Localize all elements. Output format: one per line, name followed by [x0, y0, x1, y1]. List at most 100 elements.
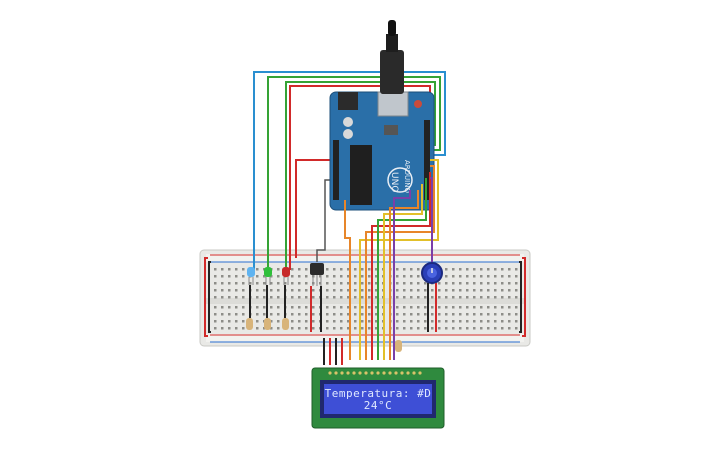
breadboard-hole	[417, 327, 420, 330]
breadboard-hole	[235, 327, 238, 330]
lcd-pin	[358, 371, 362, 375]
breadboard-hole	[501, 289, 504, 292]
breadboard-hole	[340, 275, 343, 278]
breadboard-hole	[277, 306, 280, 309]
breadboard-hole	[291, 289, 294, 292]
breadboard-hole	[445, 313, 448, 316]
breadboard-hole	[221, 306, 224, 309]
resistors	[246, 318, 402, 352]
breadboard-hole	[424, 296, 427, 299]
breadboard-hole	[501, 327, 504, 330]
breadboard-hole	[235, 296, 238, 299]
rail-wires	[204, 257, 526, 337]
breadboard-hole	[347, 306, 350, 309]
breadboard-hole	[424, 320, 427, 323]
breadboard-hole	[487, 296, 490, 299]
breadboard-hole	[396, 268, 399, 271]
breadboard-hole	[298, 268, 301, 271]
breadboard-hole	[431, 306, 434, 309]
breadboard-hole	[410, 268, 413, 271]
breadboard-holes	[214, 268, 518, 330]
breadboard-hole	[445, 268, 448, 271]
breadboard-hole	[361, 282, 364, 285]
breadboard-hole	[452, 289, 455, 292]
breadboard-hole	[501, 275, 504, 278]
breadboard-hole	[410, 320, 413, 323]
arduino-uno-board[interactable]: ARDUINO UNO	[329, 91, 435, 211]
breadboard-hole	[361, 327, 364, 330]
breadboard-hole	[242, 327, 245, 330]
breadboard-hole	[473, 289, 476, 292]
component-wires	[249, 283, 437, 365]
breadboard-hole	[263, 306, 266, 309]
breadboard-hole	[368, 275, 371, 278]
breadboard-hole	[473, 320, 476, 323]
breadboard-hole	[459, 268, 462, 271]
breadboard-hole	[298, 275, 301, 278]
breadboard-hole	[256, 327, 259, 330]
breadboard-hole	[480, 327, 483, 330]
breadboard-hole	[396, 275, 399, 278]
breadboard-hole	[354, 320, 357, 323]
breadboard-hole	[263, 289, 266, 292]
breadboard-hole	[319, 275, 322, 278]
breadboard-hole	[368, 268, 371, 271]
breadboard-hole	[354, 306, 357, 309]
breadboard-hole	[326, 296, 329, 299]
breadboard-hole	[424, 289, 427, 292]
breadboard-hole	[445, 289, 448, 292]
breadboard-hole	[256, 296, 259, 299]
breadboard-hole	[228, 327, 231, 330]
breadboard-hole	[326, 282, 329, 285]
breadboard-hole	[368, 306, 371, 309]
breadboard-hole	[417, 275, 420, 278]
breadboard-hole	[508, 282, 511, 285]
breadboard-hole	[277, 289, 280, 292]
breadboard-hole	[291, 268, 294, 271]
breadboard-hole	[431, 313, 434, 316]
breadboard-hole	[480, 268, 483, 271]
breadboard-hole	[221, 327, 224, 330]
breadboard-hole	[417, 289, 420, 292]
lcd-pins	[328, 371, 422, 375]
breadboard-hole	[431, 320, 434, 323]
led-green[interactable]	[264, 267, 272, 285]
breadboard-hole	[354, 289, 357, 292]
breadboard-hole	[354, 313, 357, 316]
breadboard-hole	[221, 282, 224, 285]
breadboard-hole	[312, 296, 315, 299]
breadboard-hole	[487, 275, 490, 278]
led-blue[interactable]	[247, 267, 255, 285]
breadboard-hole	[494, 296, 497, 299]
breadboard-hole	[466, 313, 469, 316]
breadboard-hole	[368, 313, 371, 316]
breadboard-hole	[228, 289, 231, 292]
breadboard-hole	[410, 289, 413, 292]
breadboard-hole	[326, 327, 329, 330]
breadboard-hole	[277, 275, 280, 278]
lcd-pin	[328, 371, 332, 375]
breadboard-hole	[396, 313, 399, 316]
breadboard-hole	[459, 320, 462, 323]
breadboard-hole	[263, 282, 266, 285]
breadboard-hole	[347, 313, 350, 316]
breadboard-hole	[396, 282, 399, 285]
breadboard-hole	[242, 320, 245, 323]
breadboard-hole	[277, 268, 280, 271]
breadboard-hole	[473, 296, 476, 299]
breadboard-hole	[277, 320, 280, 323]
breadboard-hole	[431, 327, 434, 330]
breadboard-hole	[466, 296, 469, 299]
breadboard-hole	[305, 327, 308, 330]
breadboard-hole	[270, 320, 273, 323]
led-red[interactable]	[282, 267, 290, 285]
breadboard-hole	[291, 306, 294, 309]
lcd-module[interactable]	[311, 367, 445, 429]
breadboard-hole	[312, 327, 315, 330]
temperature-sensor[interactable]	[310, 263, 324, 286]
breadboard-hole	[396, 296, 399, 299]
lcd-screen: Temperatura: #D 24°C	[324, 384, 432, 414]
potentiometer[interactable]	[421, 262, 443, 284]
breadboard-hole	[333, 313, 336, 316]
